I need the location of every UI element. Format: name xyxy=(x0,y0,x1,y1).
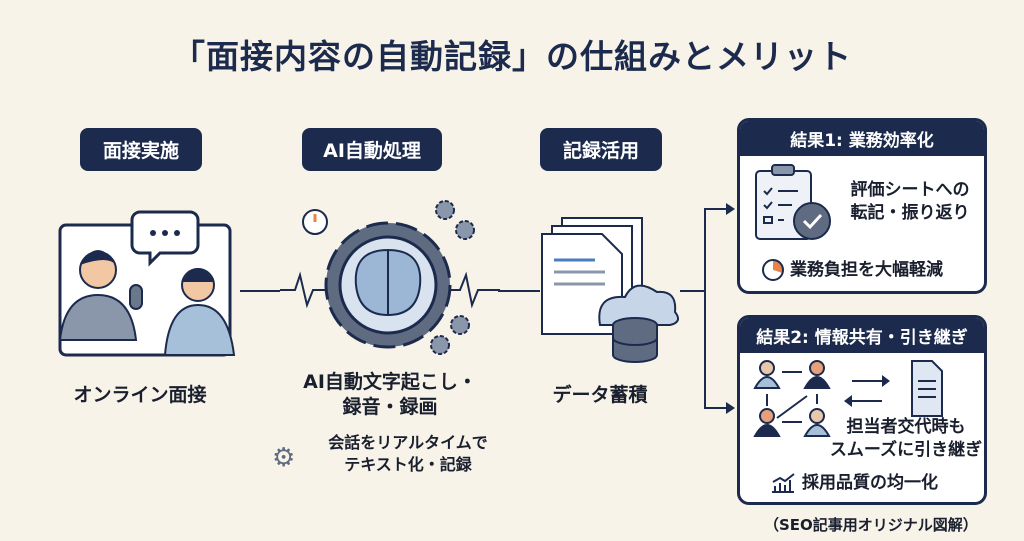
step-pill-record: 記録活用 xyxy=(540,128,662,171)
result1-text-line1: 評価シートへの xyxy=(850,180,970,200)
step-label-ai-line2: 録音・録画 xyxy=(342,395,438,418)
step-pill-interview: 面接実施 xyxy=(80,128,202,171)
result1-text-line2: 転記・振り返り xyxy=(850,202,970,223)
clock-icon xyxy=(762,259,784,281)
result1-card: 結果1: 業務効率化 評価シートへの 転記・振り返り 業務負担を大幅軽減 xyxy=(737,118,987,294)
result2-footer: 採用品質の均一化 xyxy=(802,473,938,493)
result2-card: 結果2: 情報共有・引き継ぎ 担当者交代時も スムーズに引き継ぎ 採用品質の均一… xyxy=(737,315,987,505)
step-pill-ai: AI自動処理 xyxy=(302,128,442,171)
step-label-ai-line1: AI自動文字起こし・ xyxy=(303,371,477,393)
online-interview-illustration xyxy=(58,210,236,357)
step-label-record: データ蓄積 xyxy=(552,384,648,406)
page-title: 「面接内容の自動記録」の仕組みとメリット xyxy=(172,37,852,76)
caption: （SEO記事用オリジナル図解） xyxy=(764,516,978,534)
result1-footer: 業務負担を大幅軽減 xyxy=(790,260,943,280)
ai-note-line2: テキスト化・記録 xyxy=(344,454,472,474)
ai-brain-gear-icon xyxy=(280,200,500,355)
result2-text-line1: 担当者交代時も xyxy=(846,417,966,437)
result2-text-line2: スムーズに引き継ぎ xyxy=(829,439,983,460)
team-handover-icon xyxy=(753,360,943,437)
result1-header: 結果1: 業務効率化 xyxy=(740,121,984,156)
clipboard-check-icon xyxy=(755,164,831,240)
step-label-interview: オンライン面接 xyxy=(73,384,207,406)
step-label-ai: AI自動文字起こし・ 録音・録画 xyxy=(260,370,520,419)
gear-icon: ⚙ xyxy=(272,443,296,473)
result2-text: 担当者交代時も スムーズに引き継ぎ xyxy=(828,416,984,462)
result2-header: 結果2: 情報共有・引き継ぎ xyxy=(740,318,984,353)
ai-note: 会話をリアルタイムで テキスト化・記録 xyxy=(303,432,513,475)
result1-text: 評価シートへの 転記・振り返り xyxy=(836,179,984,225)
chart-up-icon xyxy=(772,473,795,493)
ai-note-line1: 会話をリアルタイムで xyxy=(328,433,488,452)
documents-database-icon xyxy=(541,217,680,363)
